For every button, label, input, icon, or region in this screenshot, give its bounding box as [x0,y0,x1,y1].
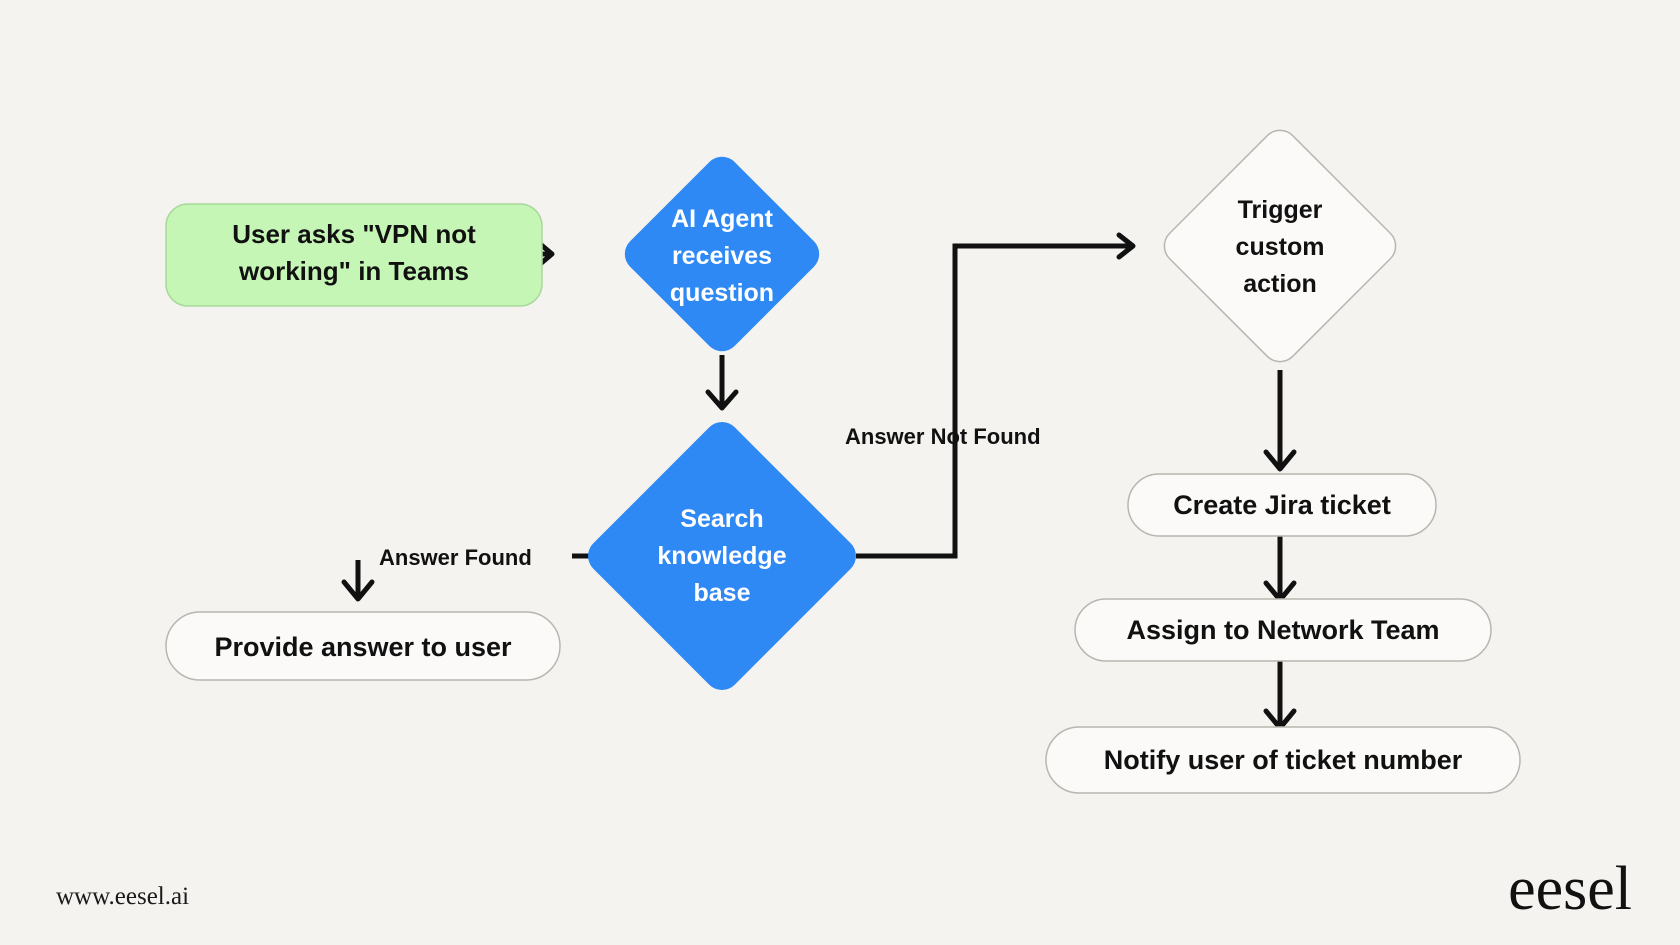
brand-logo: eesel [1508,855,1632,923]
trigger-action-line3: action [1243,270,1317,298]
trigger-action-line1: Trigger [1238,196,1323,224]
provide-answer-label: Provide answer to user [214,632,512,662]
node-create-jira[interactable]: Create Jira ticket [1127,473,1437,537]
edge-agent-to-search [705,355,739,411]
edge-search-to-trigger [856,232,1136,559]
create-jira-label: Create Jira ticket [1173,490,1391,520]
edge-jira-to-assign [1263,536,1297,603]
assign-team-shape[interactable] [1074,598,1492,662]
footer-url[interactable]: www.eesel.ai [56,883,189,910]
ai-agent-line3: question [670,279,774,307]
search-kb-shape[interactable] [581,415,864,698]
search-kb-line1: Search [680,505,763,533]
user-question-line1: User asks "VPN not [232,219,476,249]
user-question-shape[interactable] [165,203,543,307]
edge-assign-to-notify [1263,661,1297,731]
create-jira-shape[interactable] [1127,473,1437,537]
notify-user-shape[interactable] [1045,726,1521,794]
ai-agent-line2: receives [672,242,772,270]
search-kb-line3: base [694,579,751,607]
assign-team-label: Assign to Network Team [1126,615,1439,645]
node-user-question[interactable]: User asks "VPN not working" in Teams [165,203,543,307]
edge-label-answer-found: Answer Found [379,545,532,570]
ai-agent-shape[interactable] [617,149,826,358]
provide-answer-shape[interactable] [165,611,561,681]
edge-trigger-to-jira [1263,370,1297,472]
notify-user-label: Notify user of ticket number [1104,745,1463,775]
user-question-line2: working" in Teams [238,256,469,286]
node-search-knowledge-base[interactable]: Search knowledge base [581,415,864,698]
search-kb-line2: knowledge [657,542,786,570]
ai-agent-line1: AI Agent [671,205,774,233]
edge-label-answer-not-found: Answer Not Found [845,424,1041,449]
node-assign-team[interactable]: Assign to Network Team [1074,598,1492,662]
node-ai-agent[interactable]: AI Agent receives question [617,149,826,358]
trigger-action-line2: custom [1236,233,1325,261]
node-trigger-custom-action[interactable]: Trigger custom action [1157,123,1403,369]
node-provide-answer[interactable]: Provide answer to user [165,611,561,681]
trigger-action-shape[interactable] [1157,123,1403,369]
node-notify-user[interactable]: Notify user of ticket number [1045,726,1521,794]
